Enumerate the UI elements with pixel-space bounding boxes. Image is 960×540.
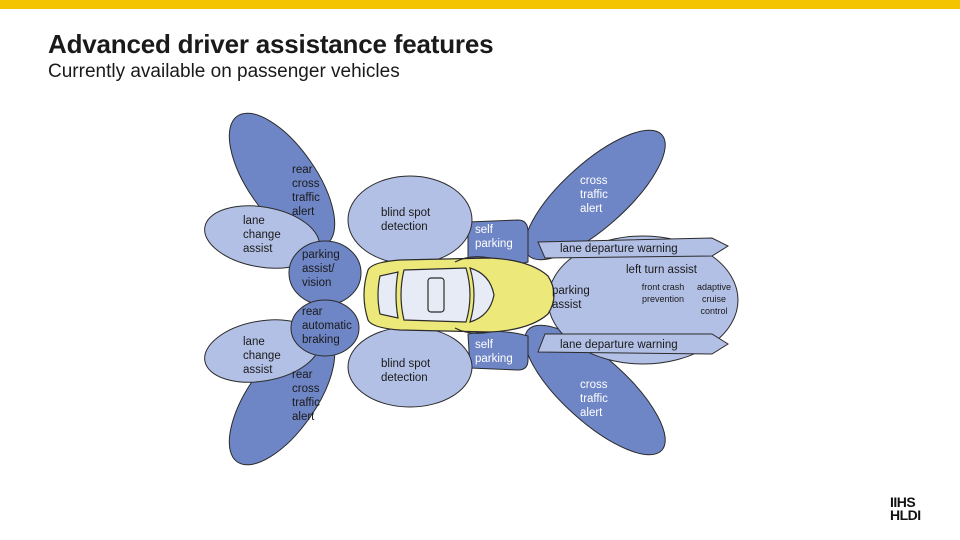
page-title: Advanced driver assistance features <box>48 29 494 59</box>
car-windshield <box>469 267 495 323</box>
label-self-parking-top: self parking <box>475 224 513 250</box>
label-parking-assist-front: parking assist <box>552 285 590 311</box>
page-subtitle: Currently available on passenger vehicle… <box>48 61 400 82</box>
label-left-turn-assist: left turn assist <box>626 264 697 276</box>
logo-line-2: HLDI <box>890 507 921 523</box>
label-adaptive-cruise-control: adaptive cruise control <box>696 282 732 316</box>
label-front-crash-prevention: front crash prevention <box>641 282 685 304</box>
label-lane-departure-warning-bottom: lane departure warning <box>560 339 678 351</box>
petal-cross-traffic-bottom <box>524 324 666 456</box>
arrow-self-parking-top <box>454 256 491 263</box>
band-lane-departure-top <box>537 237 730 259</box>
arrow-self-parking-bottom <box>454 327 491 334</box>
label-lane-change-assist-top: lane change assist <box>243 215 281 255</box>
label-blind-spot-detection-bottom: blind spot detection <box>381 358 431 384</box>
label-parking-assist-vision: parking assist/ vision <box>302 249 340 289</box>
label-rear-cross-traffic-alert-bottom: rear cross traffic alert <box>292 369 320 423</box>
car-rear-window <box>377 271 399 319</box>
label-cross-traffic-alert-bottom: cross traffic alert <box>580 379 608 419</box>
car-illustration <box>363 256 555 334</box>
band-lane-departure-bottom <box>537 333 729 355</box>
label-rear-automatic-braking: rear automatic braking <box>302 306 352 346</box>
label-self-parking-bottom: self parking <box>475 339 513 365</box>
label-lane-departure-warning-top: lane departure warning <box>560 243 678 255</box>
logo-line-1: IIHS <box>890 494 916 510</box>
label-blind-spot-detection-top: blind spot detection <box>381 207 431 233</box>
accent-bar <box>0 0 960 9</box>
label-cross-traffic-alert-top: cross traffic alert <box>580 175 608 215</box>
iihs-hldi-logo: IIHS HLDI <box>890 494 938 526</box>
petal-rear-automatic-braking <box>290 299 360 357</box>
label-rear-cross-traffic-alert-top: rear cross traffic alert <box>292 164 320 218</box>
car-sunroof <box>427 277 445 313</box>
label-lane-change-assist-bottom: lane change assist <box>243 336 281 376</box>
